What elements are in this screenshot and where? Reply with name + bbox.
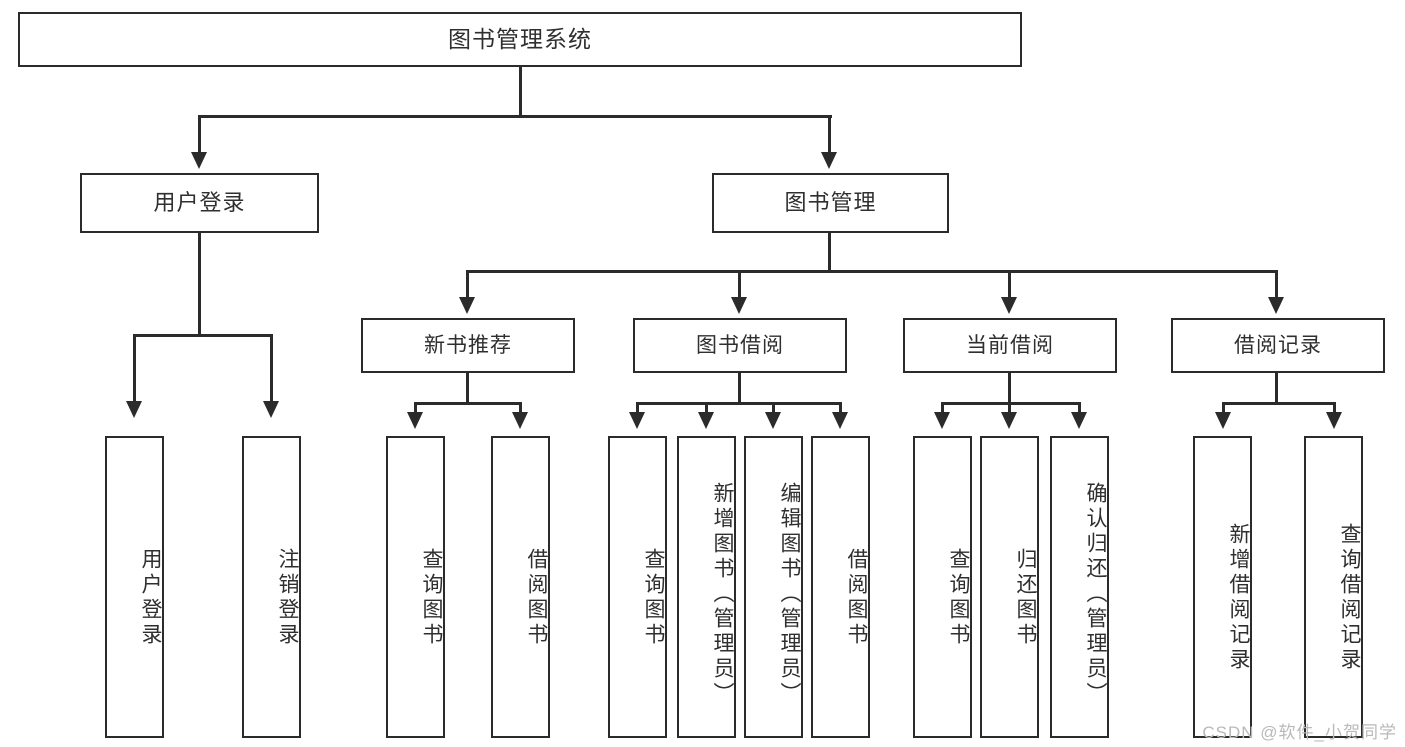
edge-root-to-book-mgmt — [828, 115, 831, 155]
edge-borrow-record-to-leaf-1 — [1333, 402, 1336, 416]
node-label: 查询借阅记录 — [1338, 523, 1361, 673]
arrow-book-mgmt-to-lvl3-1 — [731, 297, 747, 314]
leaf-book-borrow-borrow[interactable]: 借阅图书 — [811, 436, 870, 738]
node-book-management[interactable]: 图书管理 — [712, 173, 949, 233]
arrow-book-mgmt-to-lvl3-2 — [1001, 297, 1017, 314]
edge-book-mgmt-trunk — [828, 233, 831, 272]
node-label: 注销登录 — [276, 548, 299, 648]
edge-current-borrow-to-leaf-1 — [1008, 402, 1011, 416]
edge-book-mgmt-to-lvl3-3 — [1275, 270, 1278, 300]
arrow-user-login-to-leaf-0 — [126, 401, 142, 418]
node-label: 用户登录 — [153, 189, 246, 215]
node-label: 用户登录 — [139, 548, 162, 648]
leaf-user-login-login[interactable]: 用户登录 — [105, 436, 164, 738]
leaf-book-borrow-edit-admin[interactable]: 编辑图书（管理员） — [744, 436, 803, 738]
edge-current-borrow-trunk — [1008, 373, 1011, 404]
leaf-current-borrow-confirm-admin[interactable]: 确认归还（管理员） — [1050, 436, 1109, 738]
edge-new-book-to-leaf-1 — [519, 402, 522, 416]
edge-root-trunk — [519, 67, 522, 117]
edge-book-borrow-to-leaf-3 — [839, 402, 842, 416]
arrow-root-to-user-login — [191, 152, 207, 169]
node-borrow-record[interactable]: 借阅记录 — [1171, 318, 1385, 373]
edge-root-to-user-login — [198, 115, 201, 155]
node-label: 借阅图书 — [845, 548, 868, 648]
leaf-borrow-record-query[interactable]: 查询借阅记录 — [1304, 436, 1363, 738]
edge-borrow-record-bus — [1222, 402, 1336, 405]
arrow-book-mgmt-to-lvl3-3 — [1268, 297, 1284, 314]
edge-user-login-to-leaf-1 — [270, 334, 273, 404]
arrow-book-borrow-to-leaf-1 — [698, 412, 714, 429]
edge-book-borrow-to-leaf-1 — [705, 402, 708, 416]
node-label: 查询图书 — [420, 548, 443, 648]
leaf-current-borrow-query[interactable]: 查询图书 — [913, 436, 972, 738]
arrow-current-borrow-to-leaf-2 — [1071, 412, 1087, 429]
node-label: 图书借阅 — [696, 333, 784, 357]
arrow-new-book-to-leaf-0 — [407, 412, 423, 429]
arrow-current-borrow-to-leaf-1 — [1001, 412, 1017, 429]
node-label: 借阅图书 — [525, 548, 548, 648]
arrow-book-borrow-to-leaf-0 — [629, 412, 645, 429]
edge-current-borrow-to-leaf-0 — [941, 402, 944, 416]
edge-user-login-to-leaf-0 — [133, 334, 136, 404]
leaf-user-login-logout[interactable]: 注销登录 — [242, 436, 301, 738]
leaf-book-borrow-add-admin[interactable]: 新增图书（管理员） — [677, 436, 736, 738]
node-label: 确认归还（管理员） — [1084, 481, 1107, 707]
edge-root-bus — [198, 115, 832, 118]
node-label: 归还图书 — [1014, 548, 1037, 648]
node-new-book-recommend[interactable]: 新书推荐 — [361, 318, 575, 373]
edge-user-login-bus — [133, 334, 273, 337]
leaf-new-book-borrow[interactable]: 借阅图书 — [491, 436, 550, 738]
edge-book-borrow-bus — [636, 402, 842, 405]
arrow-book-borrow-to-leaf-3 — [832, 412, 848, 429]
edge-current-borrow-to-leaf-2 — [1078, 402, 1081, 416]
leaf-book-borrow-query[interactable]: 查询图书 — [608, 436, 667, 738]
node-label: 编辑图书（管理员） — [778, 481, 801, 707]
edge-current-borrow-bus — [941, 402, 1081, 405]
arrow-book-borrow-to-leaf-2 — [765, 412, 781, 429]
node-book-borrow[interactable]: 图书借阅 — [633, 318, 847, 373]
arrow-root-to-book-mgmt — [821, 152, 837, 169]
leaf-current-borrow-return[interactable]: 归还图书 — [980, 436, 1039, 738]
node-label: 新增图书（管理员） — [711, 481, 734, 707]
edge-book-mgmt-to-lvl3-2 — [1008, 270, 1011, 300]
node-root-system[interactable]: 图书管理系统 — [18, 12, 1022, 67]
node-label: 图书管理系统 — [448, 25, 592, 52]
node-label: 查询图书 — [947, 548, 970, 648]
edge-book-borrow-trunk — [738, 373, 741, 404]
leaf-new-book-query[interactable]: 查询图书 — [386, 436, 445, 738]
node-label: 图书管理 — [784, 189, 877, 215]
node-label: 借阅记录 — [1234, 333, 1322, 357]
node-label: 当前借阅 — [966, 333, 1054, 357]
node-label: 新书推荐 — [424, 333, 512, 357]
node-label: 查询图书 — [642, 548, 665, 648]
edge-user-login-trunk — [198, 233, 201, 336]
edge-borrow-record-trunk — [1275, 373, 1278, 404]
edge-book-mgmt-to-lvl3-0 — [466, 270, 469, 300]
edge-new-book-trunk — [466, 373, 469, 404]
leaf-borrow-record-add[interactable]: 新增借阅记录 — [1193, 436, 1252, 738]
arrow-new-book-to-leaf-1 — [512, 412, 528, 429]
edge-borrow-record-to-leaf-0 — [1222, 402, 1225, 416]
arrow-current-borrow-to-leaf-0 — [934, 412, 950, 429]
edge-new-book-bus — [414, 402, 522, 405]
arrow-borrow-record-to-leaf-0 — [1215, 412, 1231, 429]
arrow-user-login-to-leaf-1 — [263, 401, 279, 418]
arrow-book-mgmt-to-lvl3-0 — [459, 297, 475, 314]
edge-book-mgmt-to-lvl3-1 — [738, 270, 741, 300]
edge-book-borrow-to-leaf-0 — [636, 402, 639, 416]
node-label: 新增借阅记录 — [1227, 523, 1250, 673]
node-user-login[interactable]: 用户登录 — [80, 173, 319, 233]
edge-book-mgmt-bus — [466, 270, 1278, 273]
edge-book-borrow-to-leaf-2 — [772, 402, 775, 416]
node-current-borrow[interactable]: 当前借阅 — [903, 318, 1117, 373]
edge-new-book-to-leaf-0 — [414, 402, 417, 416]
arrow-borrow-record-to-leaf-1 — [1326, 412, 1342, 429]
